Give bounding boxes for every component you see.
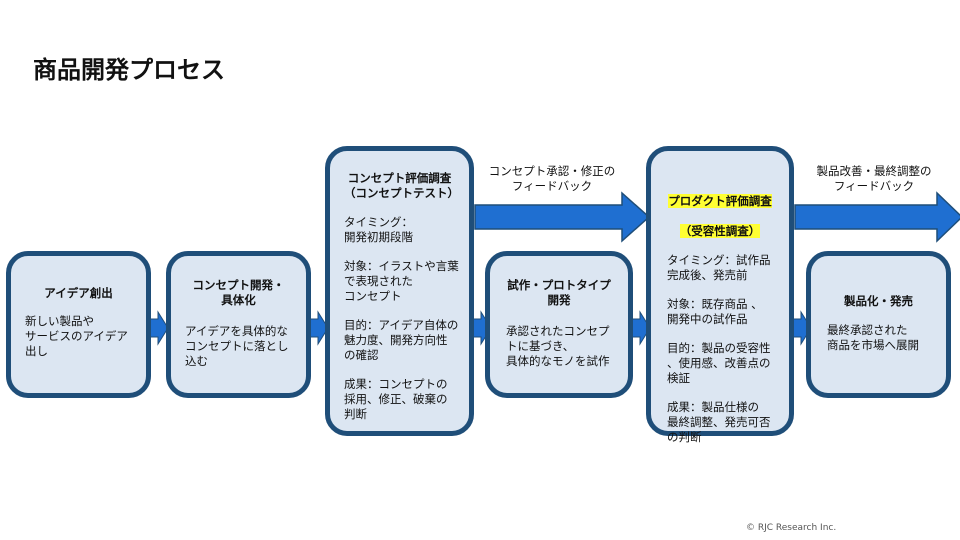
highlighted-heading-line2: （受容性調査）	[679, 224, 761, 238]
step-concept-test: コンセプト評価調査 （コンセプトテスト） タイミング： 開発初期段階 対象：イラ…	[325, 146, 474, 436]
step-section-outcome: 成果：コンセプトの 採用、修正、破棄の 判断	[344, 377, 448, 421]
step-product-evaluation: プロダクト評価調査 （受容性調査） タイミング：試作品 完成後、発売前 対象：既…	[646, 146, 794, 444]
step-section-purpose: 目的：製品の受容性 、使用感、改善点の 検証	[667, 341, 771, 385]
feedback-label-concept: コンセプト承認・修正の フィードバック	[488, 164, 616, 193]
step-idea-generation: アイデア創出 新しい製品や サービスのアイデア 出し	[6, 251, 151, 398]
highlighted-heading-line1: プロダクト評価調査	[668, 194, 772, 208]
step-heading: コンセプト評価調査 （コンセプトテスト）	[344, 171, 459, 200]
step-section-timing: タイミング：試作品 完成後、発売前	[667, 253, 771, 282]
page-title: 商品開発プロセス	[33, 56, 225, 84]
step-section-purpose: 目的：アイデア自体の 魅力度、開発方向性 の確認	[344, 318, 459, 362]
feedback-arrow-product	[794, 191, 960, 243]
step-section-outcome: 成果：製品仕様の 最終調整、発売可否 の判断	[667, 400, 771, 444]
step-launch: 製品化・発売 最終承認された 商品を市場へ展開	[806, 251, 951, 398]
feedback-label-product: 製品改善・最終調整の フィードバック	[816, 164, 932, 193]
step-heading: 試作・プロトタイプ 開発	[507, 278, 611, 307]
step-description: 承認されたコンセプ トに基づき、 具体的なモノを試作	[506, 324, 610, 368]
step-description: 最終承認された 商品を市場へ展開	[827, 323, 919, 352]
step-prototype-development: 試作・プロトタイプ 開発 承認されたコンセプ トに基づき、 具体的なモノを試作	[485, 251, 633, 398]
step-concept-development: コンセプト開発・ 具体化 アイデアを具体的な コンセプトに落とし 込む	[166, 251, 311, 398]
step-description: アイデアを具体的な コンセプトに落とし 込む	[185, 324, 289, 368]
step-section-timing: タイミング： 開発初期段階	[344, 215, 413, 244]
step-section-target: 対象：既存商品 、 開発中の試作品	[667, 297, 763, 326]
copyright-notice: © RJC Research Inc.	[746, 523, 837, 533]
step-description: 新しい製品や サービスのアイデア 出し	[25, 314, 128, 358]
feedback-arrow-concept	[474, 191, 651, 243]
step-section-target: 対象：イラストや言葉 で表現された コンセプト	[344, 259, 459, 303]
step-heading: プロダクト評価調査 （受容性調査）	[667, 179, 773, 239]
step-heading: 製品化・発売	[844, 294, 913, 308]
step-heading: アイデア創出	[44, 286, 113, 300]
step-heading: コンセプト開発・ 具体化	[192, 278, 285, 307]
